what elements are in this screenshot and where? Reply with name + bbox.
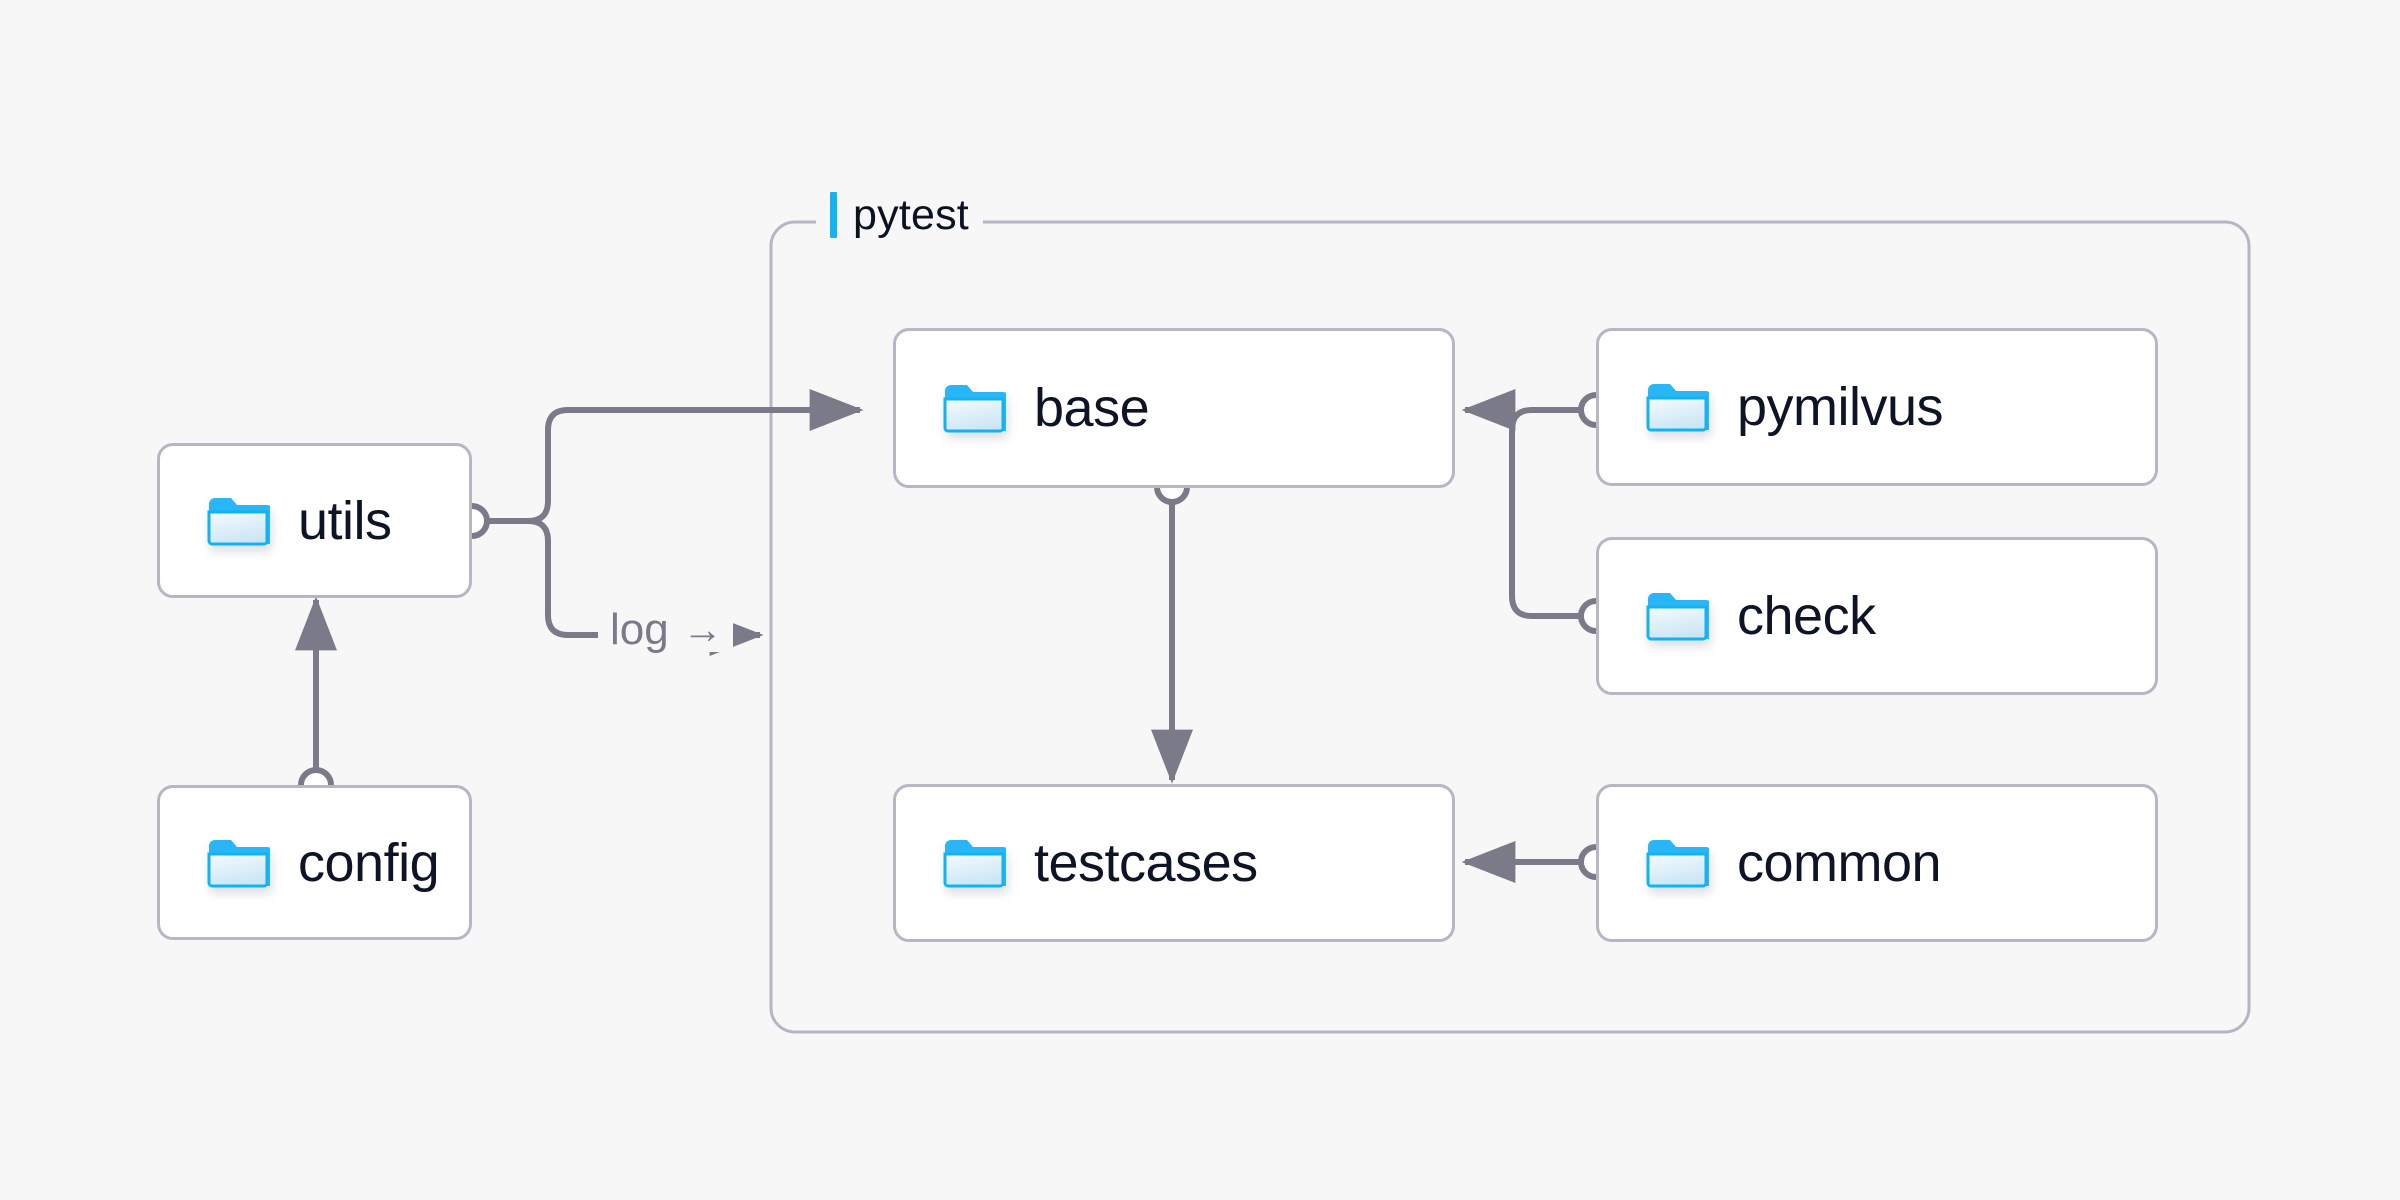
node-config[interactable]: config	[157, 785, 472, 940]
node-label: pymilvus	[1737, 377, 1944, 437]
folder-icon	[1645, 590, 1709, 642]
node-label: base	[1034, 378, 1150, 438]
node-common[interactable]: common	[1596, 784, 2158, 942]
node-label: testcases	[1034, 833, 1258, 893]
node-label: common	[1737, 833, 1942, 893]
node-label: check	[1737, 586, 1876, 646]
accent-bar-icon	[830, 192, 837, 238]
folder-icon	[942, 837, 1006, 889]
edge-common-testcases	[1461, 841, 1614, 883]
node-utils[interactable]: utils	[157, 443, 472, 598]
edge-pymilvus-check-base	[1461, 389, 1614, 634]
folder-icon	[1645, 837, 1709, 889]
edge-config-utils	[295, 596, 337, 803]
edge-utils-branch	[454, 389, 864, 656]
folder-icon	[206, 495, 270, 547]
arrow-right-icon: →	[682, 608, 723, 652]
node-label: utils	[298, 490, 392, 551]
node-label: config	[298, 832, 440, 893]
edge-label-log-text: log	[610, 605, 669, 654]
edge-label-log: log →	[600, 608, 733, 652]
node-testcases[interactable]: testcases	[893, 784, 1455, 942]
node-base[interactable]: base	[893, 328, 1455, 488]
pytest-group-title: pytest	[853, 190, 969, 239]
node-pymilvus[interactable]: pymilvus	[1596, 328, 2158, 486]
pytest-group-label: pytest	[816, 187, 983, 243]
edge-base-testcases	[1151, 469, 1193, 784]
folder-icon	[1645, 381, 1709, 433]
folder-icon	[942, 382, 1006, 434]
folder-icon	[206, 837, 270, 889]
node-check[interactable]: check	[1596, 537, 2158, 695]
